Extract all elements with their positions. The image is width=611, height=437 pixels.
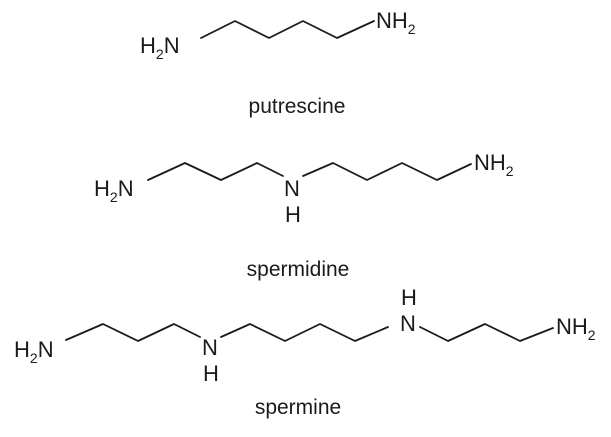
spermidine-left-amine: H2N <box>94 176 134 205</box>
putrescine-structure: H2N NH2 putrescine <box>140 8 416 118</box>
putrescine-right-amine: NH2 <box>376 8 416 37</box>
spermine-right-amine: NH2 <box>556 314 596 343</box>
spermidine-secondary-h: H <box>285 202 301 227</box>
spermidine-secondary-n: N <box>284 176 300 201</box>
putrescine-carbon-chain <box>200 20 375 39</box>
spermidine-butyl-chain <box>302 162 472 181</box>
spermine-label: spermine <box>255 396 341 419</box>
putrescine-label: putrescine <box>249 95 346 118</box>
spermidine-right-amine: NH2 <box>474 150 514 179</box>
spermine-secondary-h-1: H <box>203 361 219 386</box>
spermine-right-propyl-chain <box>419 323 554 342</box>
spermine-structure: H2N N H H N NH2 spermine <box>14 285 596 419</box>
spermine-secondary-n-1: N <box>202 335 218 360</box>
spermidine-propyl-chain <box>147 162 284 181</box>
spermine-secondary-n-2: N <box>400 311 416 336</box>
spermine-left-amine: H2N <box>14 337 54 366</box>
spermine-left-propyl-chain <box>65 323 201 342</box>
spermidine-structure: H2N N H NH2 spermidine <box>94 150 514 281</box>
spermine-secondary-h-2: H <box>401 285 417 310</box>
spermine-butyl-chain <box>220 323 389 342</box>
spermidine-label: spermidine <box>247 258 350 281</box>
putrescine-left-amine: H2N <box>140 33 180 62</box>
